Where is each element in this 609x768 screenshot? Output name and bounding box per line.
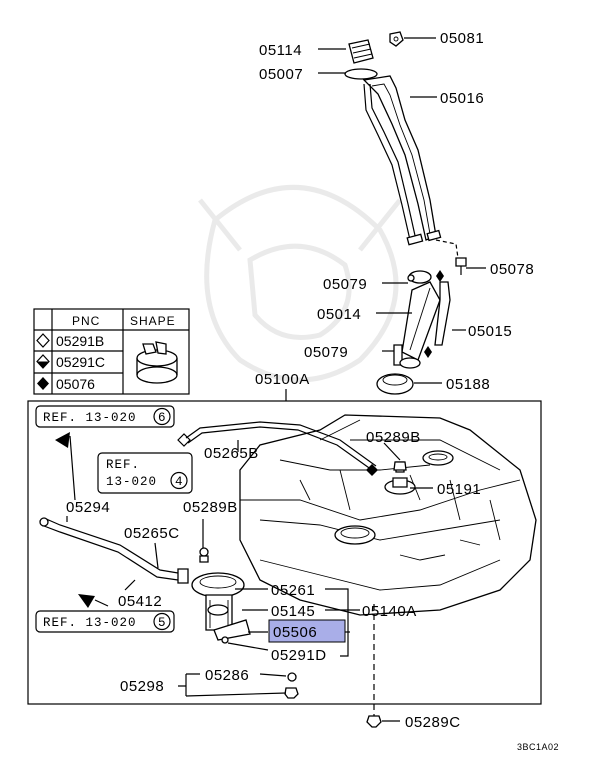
filled-diamond-icon <box>37 377 49 390</box>
part-number-05286[interactable]: 05286 <box>205 667 249 684</box>
legend-row-pnc: 05076 <box>56 376 95 392</box>
part-number-05291D[interactable]: 05291D <box>271 647 327 664</box>
grommet-part <box>376 373 414 395</box>
part-number-05294[interactable]: 05294 <box>66 499 110 516</box>
half-filled-diamond-icon <box>36 354 50 369</box>
fuel-cap-part <box>348 39 374 64</box>
bolt-05289C-part <box>366 715 382 728</box>
tank-assembly-frame <box>27 389 542 705</box>
reference-text: REF. 13-020 <box>43 616 137 630</box>
reference-number: 6 <box>158 411 167 425</box>
part-number-05289C[interactable]: 05289C <box>405 714 461 731</box>
part-number-05289B[interactable]: 05289B <box>183 499 238 516</box>
part-number-05191[interactable]: 05191 <box>437 481 481 498</box>
reference-box-2: REF. 13-020 4 <box>97 452 193 494</box>
part-number-05016[interactable]: 05016 <box>440 90 484 107</box>
legend-row-pnc: 05291B <box>56 333 104 349</box>
diagram-code: 3BC1A02 <box>517 742 559 752</box>
leader-lines <box>66 37 486 722</box>
filler-neck-assembly <box>344 31 467 395</box>
part-number-05100A[interactable]: 05100A <box>255 371 310 388</box>
legend-header-shape: SHAPE <box>130 314 176 328</box>
legend-header-pnc: PNC <box>72 314 100 328</box>
part-number-05289B[interactable]: 05289B <box>366 429 421 446</box>
part-number-05412[interactable]: 05412 <box>118 593 162 610</box>
hose-clamp-shape-icon <box>136 341 178 384</box>
part-number-05188[interactable]: 05188 <box>446 376 490 393</box>
part-number-05081[interactable]: 05081 <box>440 30 484 47</box>
open-diamond-icon <box>36 333 50 348</box>
hose-clamp-upper-part <box>407 270 432 284</box>
watermark-emblem <box>198 184 402 383</box>
part-number-05007[interactable]: 05007 <box>259 66 303 83</box>
part-number-05114[interactable]: 05114 <box>259 42 302 59</box>
arrow-icon <box>55 432 70 448</box>
fuel-tank-part <box>239 414 537 616</box>
vent-hose-part <box>434 281 451 346</box>
reference-text: REF. 13-020 <box>43 411 137 425</box>
fuel-pump-assembly-part <box>191 547 251 644</box>
part-number-05140A[interactable]: 05140A <box>362 603 417 620</box>
arrow-icon <box>78 594 95 608</box>
part-number-05079[interactable]: 05079 <box>304 344 348 361</box>
legend-row-pnc: 05291C <box>56 354 105 370</box>
bolt-05078-part <box>455 257 467 275</box>
reference-number: 4 <box>175 475 184 489</box>
part-number-05145[interactable]: 05145 <box>271 603 315 620</box>
reference-number: 5 <box>158 616 167 630</box>
washer-part <box>287 672 297 682</box>
filler-hose-part <box>401 281 441 361</box>
clip-part <box>389 31 404 47</box>
vent-hose-05265B-part <box>177 421 378 476</box>
highlighted-part-box <box>268 619 346 643</box>
bolt-05289B-top-part <box>393 461 407 471</box>
reference-text: REF. <box>106 458 140 472</box>
part-number-05261[interactable]: 05261 <box>271 582 315 599</box>
hose-clamp-lower-part <box>393 344 421 369</box>
reference-text: 13-020 <box>106 475 157 489</box>
hose-05294-part <box>39 517 189 584</box>
part-number-05506[interactable]: 05506 <box>273 624 317 641</box>
reference-box-1: REF. 13-020 6 <box>35 405 175 428</box>
clamp-legend-table: PNC SHAPE 05291B 05291C 05076 <box>33 308 190 395</box>
part-number-05015[interactable]: 05015 <box>468 323 512 340</box>
part-number-05078[interactable]: 05078 <box>490 261 534 278</box>
part-number-05265C[interactable]: 05265C <box>124 525 180 542</box>
gasket-part <box>344 68 378 80</box>
reference-box-3: REF. 13-020 5 <box>35 610 175 633</box>
callout-labels: 05114 05007 05081 05016 05078 05079 0501… <box>66 30 534 731</box>
part-number-05298[interactable]: 05298 <box>120 678 164 695</box>
part-number-05079[interactable]: 05079 <box>323 276 367 293</box>
part-number-05265B[interactable]: 05265B <box>204 445 259 462</box>
part-number-05014[interactable]: 05014 <box>317 306 361 323</box>
nut-part <box>284 687 299 699</box>
